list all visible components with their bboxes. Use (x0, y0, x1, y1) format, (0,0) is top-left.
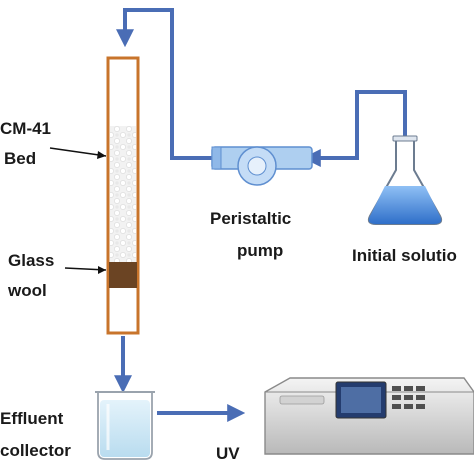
erlenmeyer-flask (367, 135, 443, 225)
pump-label-line2: pump (237, 241, 284, 260)
adsorption-column (106, 56, 140, 335)
tubing-flask-to-pump (302, 90, 407, 167)
effluent-collector-beaker (95, 391, 155, 460)
uv-spectrophotometer (264, 377, 474, 455)
glass-wool-label-line1: Glass (8, 251, 55, 270)
bed-label-line1: CM-41 (0, 119, 52, 138)
effluent-label-line2: collector (0, 441, 71, 460)
uv-label: UV (216, 444, 240, 463)
uv-keypad (392, 386, 425, 409)
bed-label-line2: Bed (4, 149, 37, 168)
bed-pointer-arrow (49, 147, 107, 157)
tubing-pump-to-column (116, 8, 212, 160)
glass-wool-label-line2: wool (8, 281, 47, 300)
initial-solution-label: Initial solutio (352, 246, 457, 265)
pump-label-line1: Peristaltic (210, 209, 292, 228)
glass-wool-plug (109, 262, 137, 288)
effluent-label-line1: Effluent (0, 409, 64, 428)
mcm41-bed (110, 126, 136, 262)
peristaltic-pump (211, 146, 313, 186)
